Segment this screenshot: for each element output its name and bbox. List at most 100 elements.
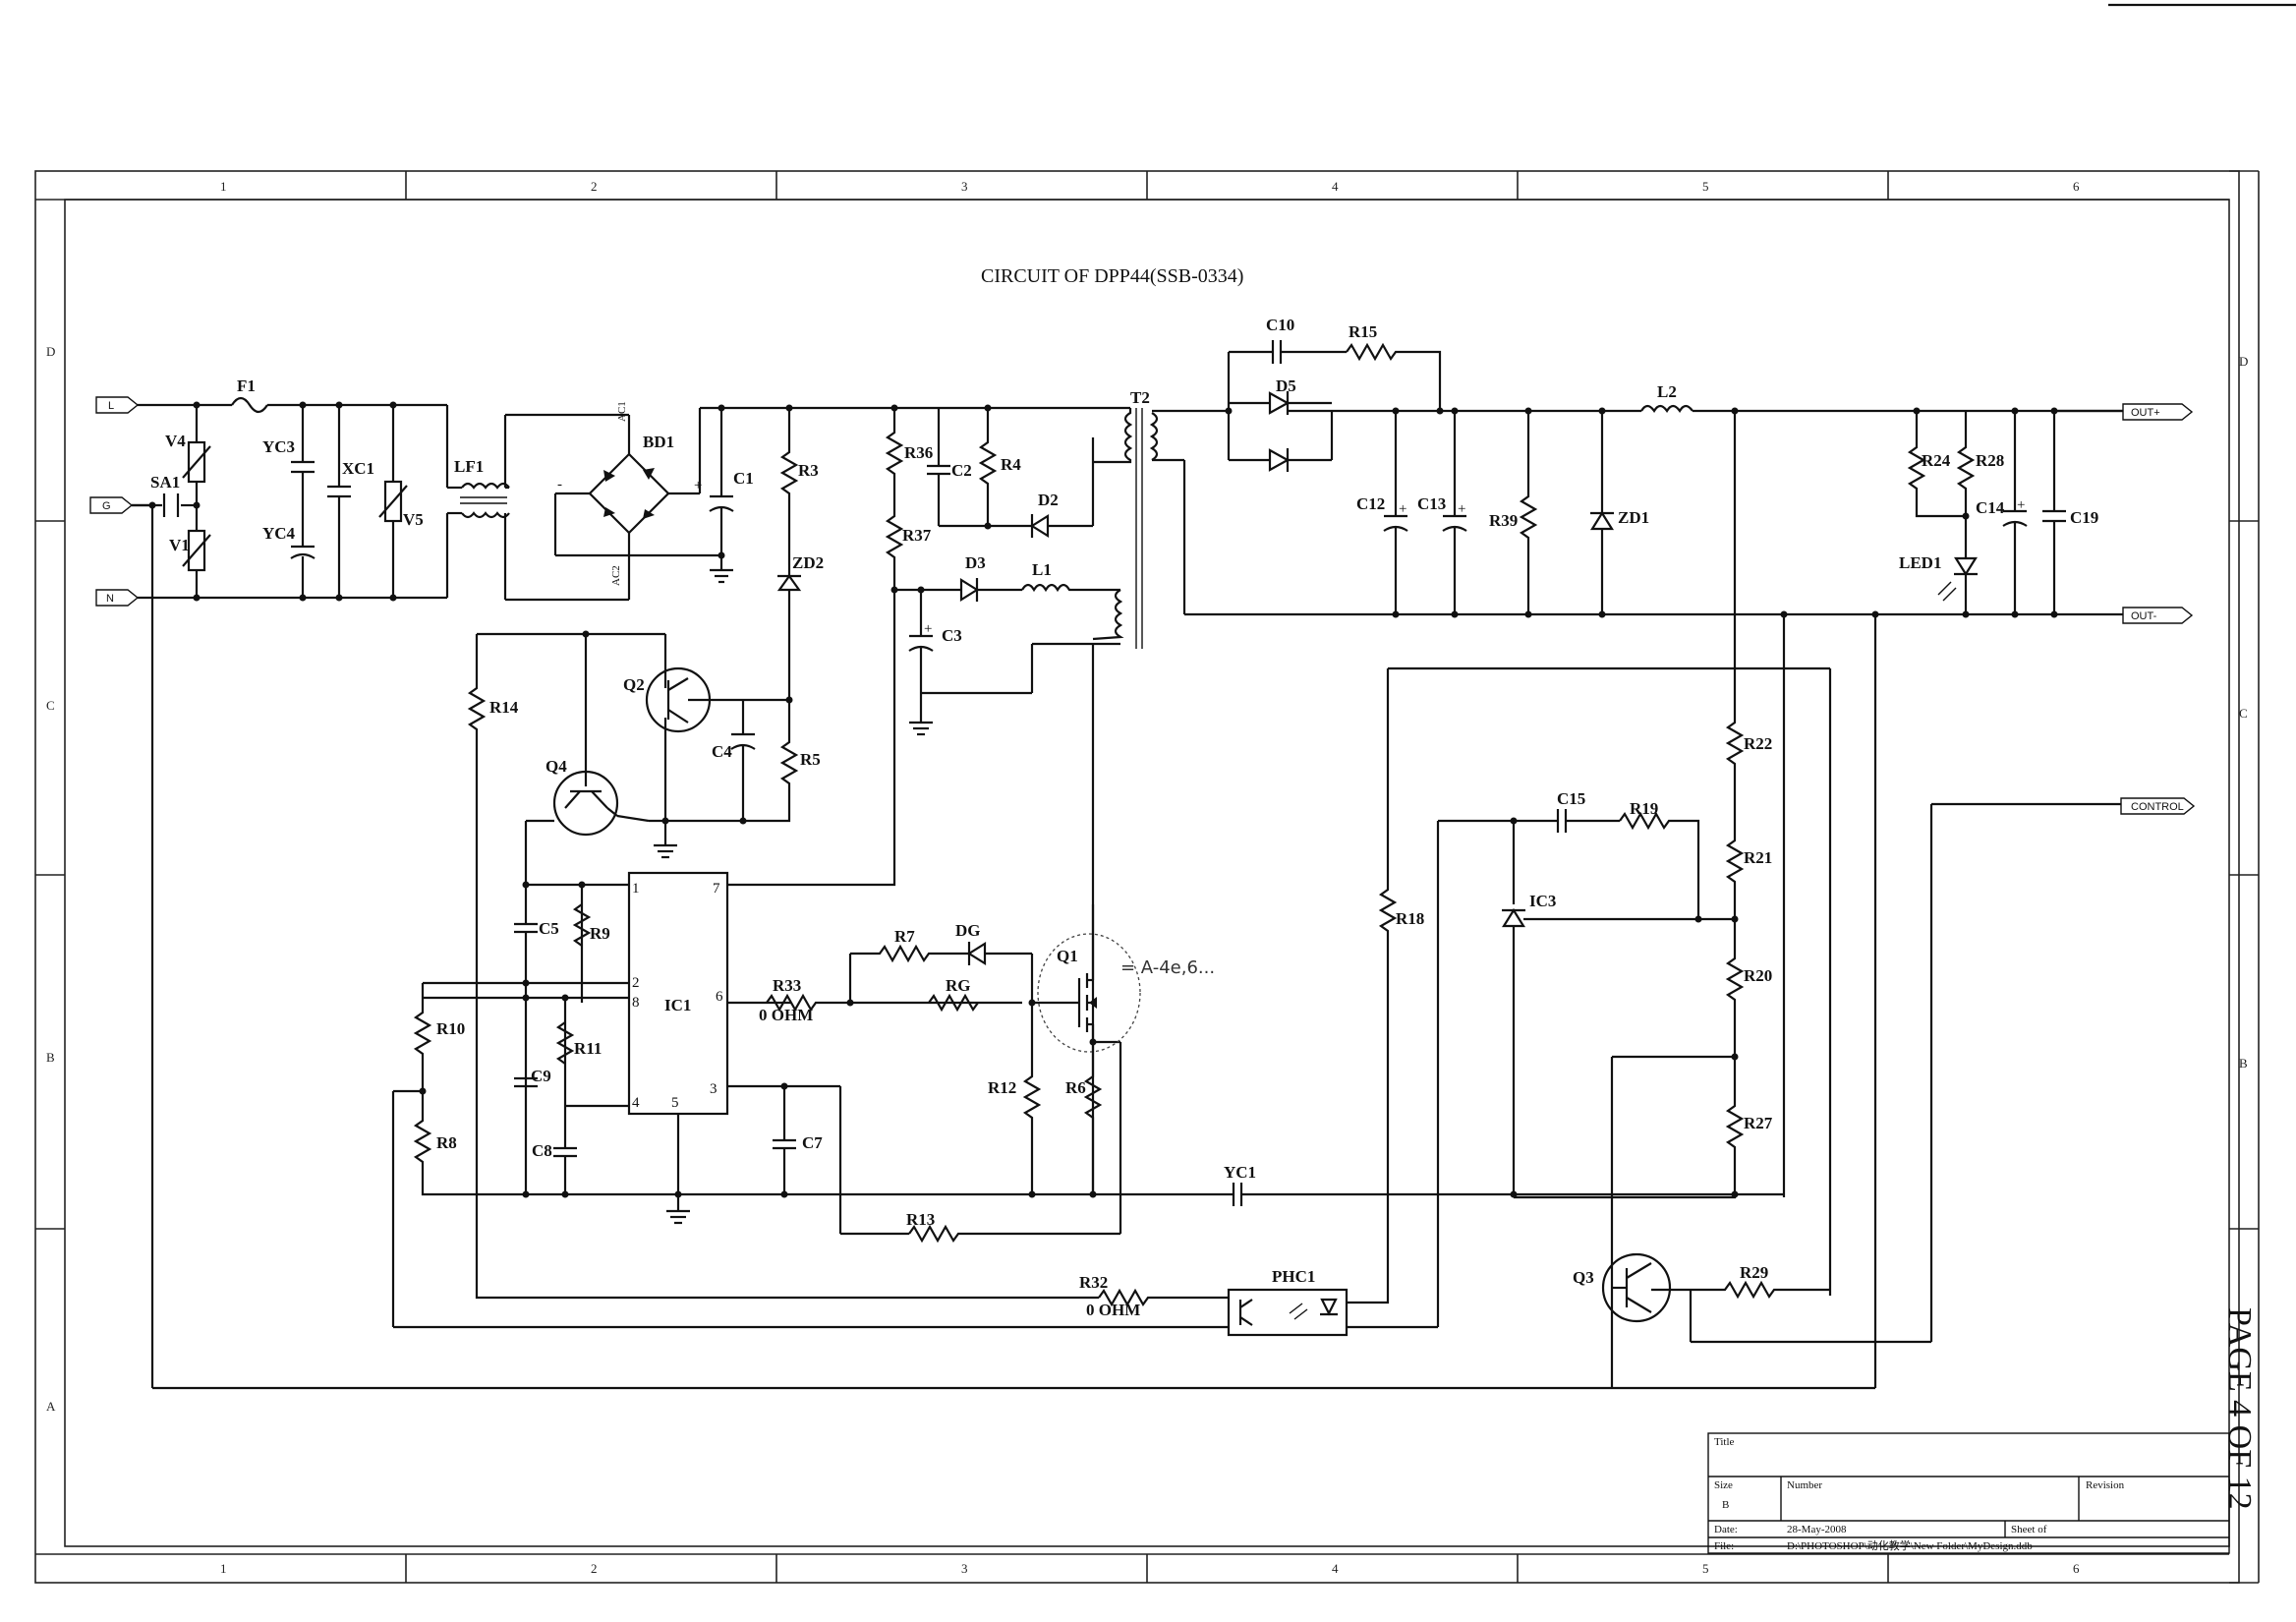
- resistor-r14: [467, 634, 1099, 1300]
- row-label-d: D: [46, 344, 55, 359]
- label-zd1: ZD1: [1618, 508, 1649, 527]
- label-d3: D3: [965, 553, 986, 572]
- ic1-pin-2: 2: [632, 975, 640, 991]
- label-r37: R37: [902, 526, 932, 545]
- label-l2: L2: [1657, 382, 1677, 401]
- port-l: L: [95, 396, 140, 414]
- label-bd1: BD1: [643, 433, 674, 451]
- capacitor-yc4: [290, 545, 316, 559]
- label-zd2: ZD2: [792, 553, 824, 572]
- tb-revision-label: Revision: [2086, 1479, 2125, 1491]
- row-label-c-right: C: [2239, 706, 2248, 721]
- label-r27: R27: [1744, 1114, 1773, 1132]
- ic1-wiring: [421, 883, 909, 1236]
- tb-sheet-label: Sheet of: [2011, 1524, 2047, 1535]
- varistor-v4: [182, 440, 211, 484]
- label-r9: R9: [590, 924, 610, 943]
- ic1-pin-7: 7: [713, 881, 720, 897]
- handwritten-note: = A-4e,6...: [1120, 957, 1215, 978]
- label-v4: V4: [165, 432, 186, 450]
- label-v1: V1: [169, 536, 190, 554]
- capacitor-xc1: [327, 485, 351, 498]
- label-r15: R15: [1349, 322, 1377, 341]
- label-r24: R24: [1922, 451, 1951, 470]
- c12-plus-mark: +: [1399, 501, 1406, 517]
- diode-d5: [1227, 352, 1334, 472]
- col-label-2-bottom: 2: [591, 1561, 598, 1576]
- varistor-v5: [378, 480, 408, 523]
- resistor-r3: [779, 408, 799, 565]
- transistor-q2: [645, 634, 789, 821]
- label-r5: R5: [800, 750, 821, 769]
- col-label-1: 1: [220, 179, 227, 194]
- svg-text:L: L: [108, 400, 114, 412]
- diode-d3: [959, 578, 1022, 602]
- resistor-r18: [1347, 668, 1398, 1304]
- resistor-r12: [1022, 1003, 1042, 1194]
- capacitor-c15: [1556, 809, 1620, 833]
- tb-title-label: Title: [1714, 1436, 1735, 1448]
- zener-zd2: [776, 565, 802, 698]
- label-c3: C3: [942, 626, 962, 645]
- capacitor-c4: [730, 700, 756, 821]
- label-rg: RG: [946, 976, 971, 995]
- label-ic1: IC1: [664, 996, 691, 1014]
- svg-text:CONTROL: CONTROL: [2131, 801, 2184, 813]
- capacitor-yc1: [1199, 1183, 1784, 1206]
- col-label-6: 6: [2073, 179, 2080, 194]
- inductor-l1: [1021, 583, 1093, 593]
- capacitor-c14: [2002, 411, 2028, 614]
- label-c19: C19: [2070, 508, 2098, 527]
- col-label-5-bottom: 5: [1702, 1561, 1709, 1576]
- capacitor-c19: [2042, 411, 2066, 614]
- port-n: N: [95, 589, 140, 607]
- drawing-border: [34, 170, 2260, 1584]
- label-t2: T2: [1130, 388, 1150, 407]
- resistor-r32: [1098, 1288, 1229, 1307]
- resistor-r15: [1346, 342, 1442, 411]
- zener-zd1: [1590, 411, 1614, 614]
- label-c13: C13: [1417, 494, 1446, 513]
- row-label-d-right: D: [2239, 354, 2248, 369]
- varistor-v1: [182, 529, 211, 572]
- label-r39: R39: [1489, 511, 1518, 530]
- label-c2: C2: [951, 461, 972, 480]
- resistor-r24: [1907, 411, 1966, 518]
- label-xc1: XC1: [342, 459, 374, 478]
- col-label-4: 4: [1332, 179, 1339, 194]
- label-r3: R3: [798, 461, 819, 480]
- tb-date-value: 28-May-2008: [1787, 1524, 1847, 1535]
- port-control: CONTROL: [1689, 797, 2196, 1344]
- label-c1: C1: [733, 469, 754, 488]
- label-ic3: IC3: [1529, 892, 1556, 910]
- resistor-r36-r37: [727, 408, 904, 887]
- col-label-5: 5: [1702, 179, 1709, 194]
- tb-number-label: Number: [1787, 1479, 1822, 1491]
- svg-text:OUT+: OUT+: [2131, 407, 2160, 419]
- tb-size-value: B: [1722, 1499, 1729, 1511]
- shunt-reg-ic3: [1438, 819, 1735, 1197]
- svg-text:N: N: [106, 593, 114, 605]
- row-label-a: A: [46, 1399, 56, 1414]
- label-r11: R11: [574, 1039, 602, 1058]
- ic1-pin-4: 4: [632, 1095, 640, 1111]
- transistor-q4: [524, 634, 650, 885]
- label-r6: R6: [1065, 1078, 1086, 1097]
- col-label-4-bottom: 4: [1332, 1561, 1339, 1576]
- resistor-r5: [649, 698, 799, 823]
- capacitor-yc3: [291, 460, 315, 474]
- tb-date-label: Date:: [1714, 1524, 1738, 1535]
- ic1-pin-8: 8: [632, 995, 640, 1011]
- bd1-pin-minus: -: [557, 477, 562, 492]
- label-r32-value: 0 OHM: [1086, 1301, 1140, 1319]
- label-c15: C15: [1557, 789, 1585, 808]
- page-number-label: PAGE 4 OF 12: [2221, 1307, 2258, 1510]
- label-r13: R13: [906, 1210, 935, 1229]
- controller-ic1: [627, 871, 729, 1116]
- ground-ic1: [666, 1194, 690, 1225]
- capacitor-c2: [927, 408, 950, 526]
- label-r4: R4: [1001, 455, 1021, 474]
- label-phc1: PHC1: [1272, 1267, 1315, 1286]
- label-r29: R29: [1740, 1263, 1768, 1282]
- resistor-r28: [1956, 411, 1976, 558]
